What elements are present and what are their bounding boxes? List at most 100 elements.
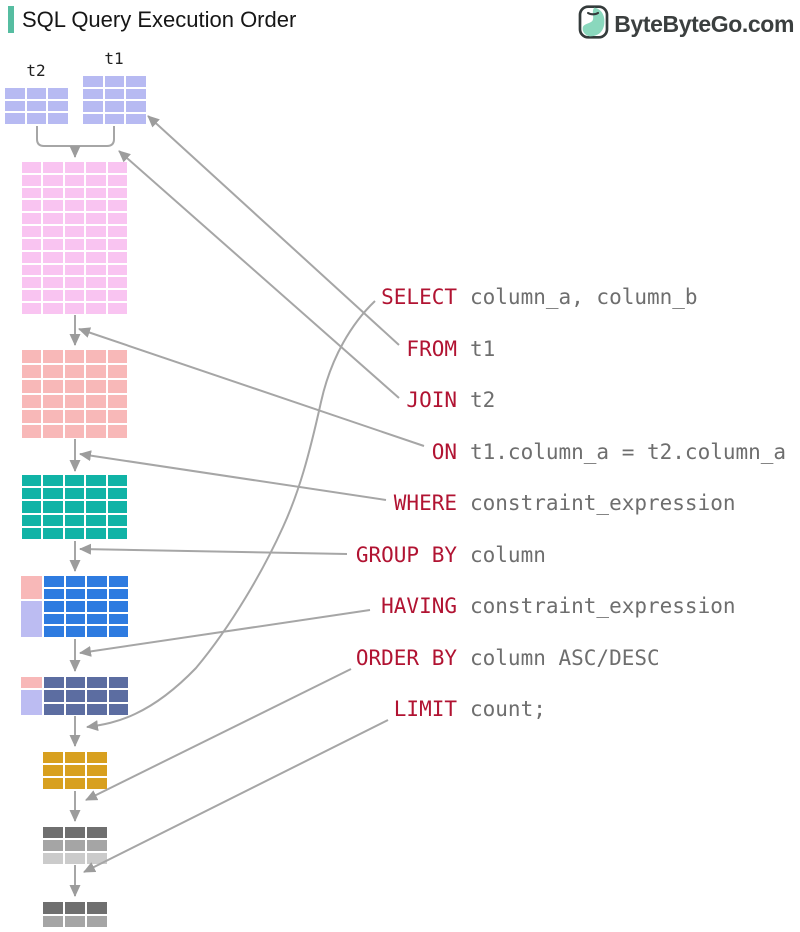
- sql-line-where: WHERE constraint_expression: [340, 489, 736, 517]
- table-cell: [64, 514, 85, 526]
- sql-expression: count;: [470, 697, 546, 721]
- table-cell: [107, 488, 127, 500]
- table-cell: [22, 238, 42, 250]
- bytebytego-logo-icon: [577, 4, 610, 45]
- arrow-select: [86, 300, 376, 732]
- table-cell: [43, 277, 63, 289]
- table-cell: [87, 601, 107, 612]
- sql-keyword: FROM: [406, 336, 457, 361]
- table-cell: [86, 475, 106, 487]
- table-cell: [43, 765, 63, 776]
- table-cell: [65, 576, 85, 587]
- table-cell: [107, 187, 127, 199]
- table-cell: [86, 290, 106, 302]
- table-cell: [22, 200, 42, 212]
- table-cell: [126, 88, 146, 99]
- table-cell: [43, 514, 63, 526]
- table-cell: [5, 88, 25, 99]
- sql-keyword: WHERE: [393, 491, 457, 515]
- table-cell: [126, 113, 146, 124]
- table-cell: [104, 113, 125, 124]
- table-cell: [64, 395, 85, 408]
- table-t2: [5, 88, 68, 124]
- table-cell: [83, 88, 103, 99]
- table-cell: [22, 527, 42, 539]
- table-cell: [43, 380, 63, 393]
- table-cell: [107, 303, 127, 314]
- table-cell: [26, 113, 47, 124]
- table-cartesian-product: [22, 162, 127, 314]
- table-cell: [64, 162, 85, 173]
- table-cell: [87, 853, 107, 864]
- join-bracket: [36, 126, 115, 147]
- table-cell: [44, 588, 64, 600]
- table-cell: [22, 350, 42, 363]
- sql-expression: column: [470, 542, 546, 567]
- table-having-result: [21, 677, 128, 715]
- table-cell: [108, 613, 128, 625]
- table-cell: [107, 475, 127, 487]
- sql-expression: t1.column_a = t2.column_a: [470, 439, 787, 464]
- table-cell: [126, 101, 146, 112]
- table-cell: [64, 226, 85, 237]
- table-join-result: [22, 350, 127, 438]
- table-cell: [108, 677, 128, 689]
- table-cell: [65, 765, 85, 776]
- sql-expression: constraint_expression: [470, 594, 736, 618]
- sql-expression: constraint_expression: [470, 491, 736, 515]
- table-cell: [44, 626, 64, 637]
- table-cell: [22, 365, 42, 378]
- table-cell: [107, 501, 127, 513]
- table-cell: [64, 264, 85, 276]
- table-cell: [43, 226, 63, 237]
- table-cell: [43, 752, 63, 763]
- table-cell: [87, 613, 107, 625]
- table-cell: [86, 380, 106, 393]
- table-cell: [87, 827, 107, 838]
- table-cell: [87, 703, 107, 715]
- arrow-limit: [83, 719, 389, 873]
- table-cell: [44, 576, 64, 587]
- table-cell: [86, 187, 106, 199]
- table-cell: [107, 365, 127, 378]
- sql-keyword: JOIN: [406, 388, 457, 412]
- table-cell: [26, 100, 47, 112]
- table-cell: [87, 752, 107, 763]
- table-cell: [22, 290, 42, 302]
- table-cell: [43, 902, 63, 914]
- table-cell: [64, 213, 85, 225]
- table-cell: [86, 410, 106, 423]
- table-cell: [104, 101, 125, 112]
- table-cell: [65, 902, 85, 914]
- table-cell: [86, 350, 106, 363]
- table-cell: [107, 200, 127, 212]
- table-cell: [22, 410, 42, 423]
- table-cell: [64, 475, 85, 487]
- table-cell: [87, 690, 107, 702]
- table-cell: [107, 514, 127, 526]
- table-cell: [26, 88, 47, 99]
- table-cell: [43, 425, 63, 438]
- table-limited: [43, 902, 107, 927]
- table-cell: [22, 395, 42, 408]
- arrow-group-by: [79, 543, 348, 555]
- table-cell: [107, 527, 127, 539]
- table-cell: [43, 915, 63, 927]
- table-cell: [65, 752, 85, 763]
- table-cell: [86, 527, 106, 539]
- table-cell: [43, 213, 63, 225]
- table-cell: [43, 395, 63, 408]
- table-cell: [65, 677, 85, 689]
- table-cell: [86, 213, 106, 225]
- table-cell: [104, 88, 125, 99]
- table-cell: [64, 251, 85, 263]
- table-cell: [87, 778, 107, 789]
- table-cell: [43, 264, 63, 276]
- table-projection: [43, 752, 107, 789]
- page-title: SQL Query Execution Order: [22, 7, 297, 32]
- table-cell: [43, 488, 63, 500]
- table-cell: [87, 588, 107, 600]
